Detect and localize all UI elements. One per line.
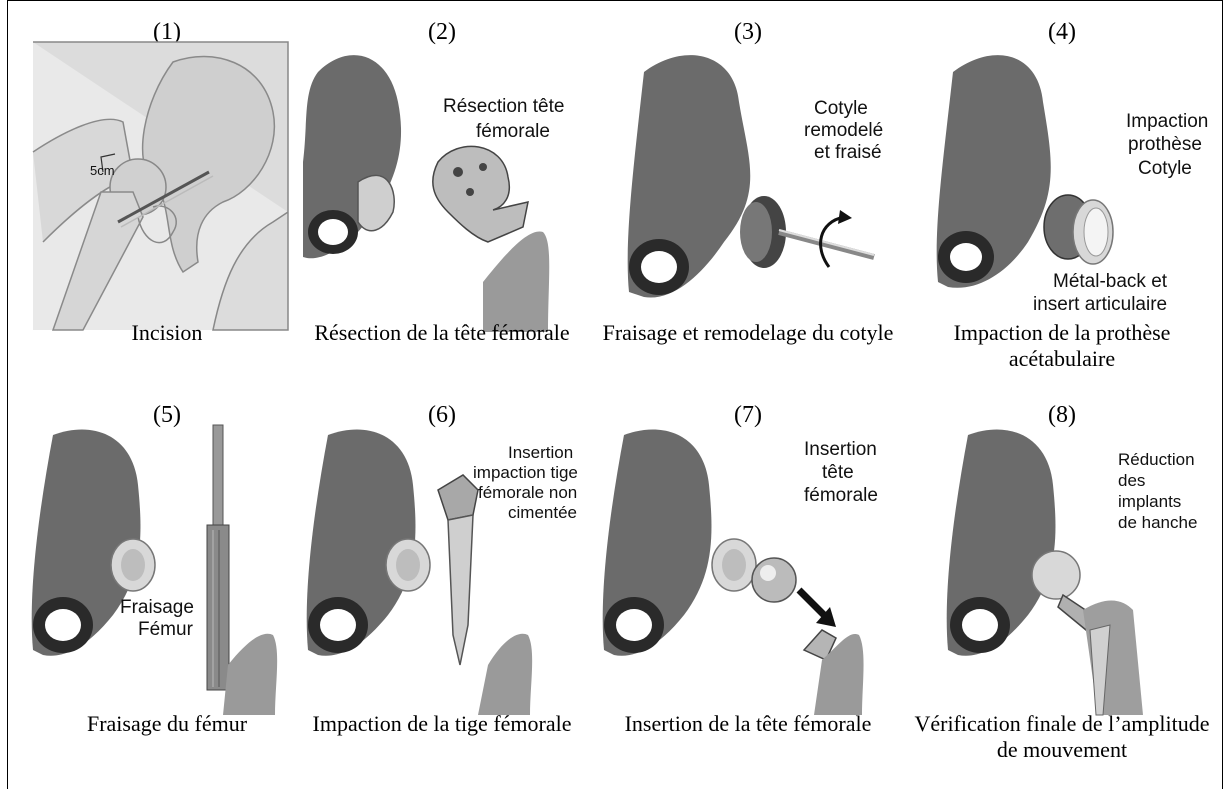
panel-caption: Impaction de la tige fémorale [292, 711, 592, 737]
final-check-illustration: Réduction des implants de hanche [918, 425, 1206, 715]
reduction-label-line1: Réduction [1118, 450, 1195, 469]
stem-label-line3: fémorale non [478, 483, 577, 502]
panel-number: (4) [918, 20, 1206, 44]
acetabular-impaction-illustration: Impaction prothèse Cotyle Métal-back et … [918, 42, 1206, 332]
resection-label-line1: Résection tête [443, 96, 564, 117]
impaction-label-line2: prothèse [1128, 134, 1202, 155]
panel-number: (2) [298, 20, 586, 44]
incision-illustration: 5cm [23, 42, 311, 332]
panel-number: (6) [298, 403, 586, 427]
metal-back-label-line2: insert articulaire [1033, 294, 1167, 315]
reduction-label-line3: implants [1118, 492, 1181, 511]
reaming-label-line2: remodelé [804, 120, 883, 141]
reaming-illustration: Cotyle remodelé et fraisé [604, 42, 892, 332]
panel-caption: Insertion de la tête fémorale [598, 711, 898, 737]
stem-label-line2: impaction tige [473, 463, 578, 482]
panel-caption: Incision [17, 320, 317, 346]
stem-label-line4: cimentée [508, 503, 577, 522]
metal-back-label-line1: Métal-back et [1053, 271, 1168, 292]
head-label-line3: fémorale [804, 485, 878, 506]
reaming-label-line3: et fraisé [814, 142, 882, 163]
femur-reaming-label-line2: Fémur [138, 619, 194, 640]
reduction-label-line2: des [1118, 471, 1145, 490]
panel-caption: Fraisage du fémur [17, 711, 317, 737]
resection-illustration: Résection tête fémorale [298, 42, 586, 332]
panel-caption: Fraisage et remodelage du cotyle [598, 320, 898, 346]
panel-number: (8) [918, 403, 1206, 427]
stem-label-line1: Insertion [508, 443, 573, 462]
reaming-label-line1: Cotyle [814, 98, 868, 119]
femur-reaming-illustration: Fraisage Fémur [23, 425, 311, 715]
panel-number: (1) [23, 20, 311, 44]
stem-impaction-illustration: Insertion impaction tige fémorale non ci… [298, 425, 586, 715]
panel-caption: Impaction de la prothèse acétabulaire [912, 320, 1212, 372]
panel-caption: Résection de la tête fémorale [292, 320, 592, 346]
head-label-line1: Insertion [804, 439, 877, 460]
panel-caption: Vérification finale de l’amplitude de mo… [912, 711, 1212, 763]
head-label-line2: tête [822, 462, 854, 483]
impaction-label-line3: Cotyle [1138, 158, 1192, 179]
panel-number: (3) [604, 20, 892, 44]
head-insertion-illustration: Insertion tête fémorale [604, 425, 892, 715]
reduction-label-line4: de hanche [1118, 513, 1197, 532]
incision-length-label: 5cm [90, 163, 115, 178]
femur-reaming-label-line1: Fraisage [120, 597, 194, 618]
impaction-label-line1: Impaction [1126, 111, 1208, 132]
panel-number: (5) [23, 403, 311, 427]
panel-number: (7) [604, 403, 892, 427]
resection-label-line2: fémorale [476, 121, 550, 142]
